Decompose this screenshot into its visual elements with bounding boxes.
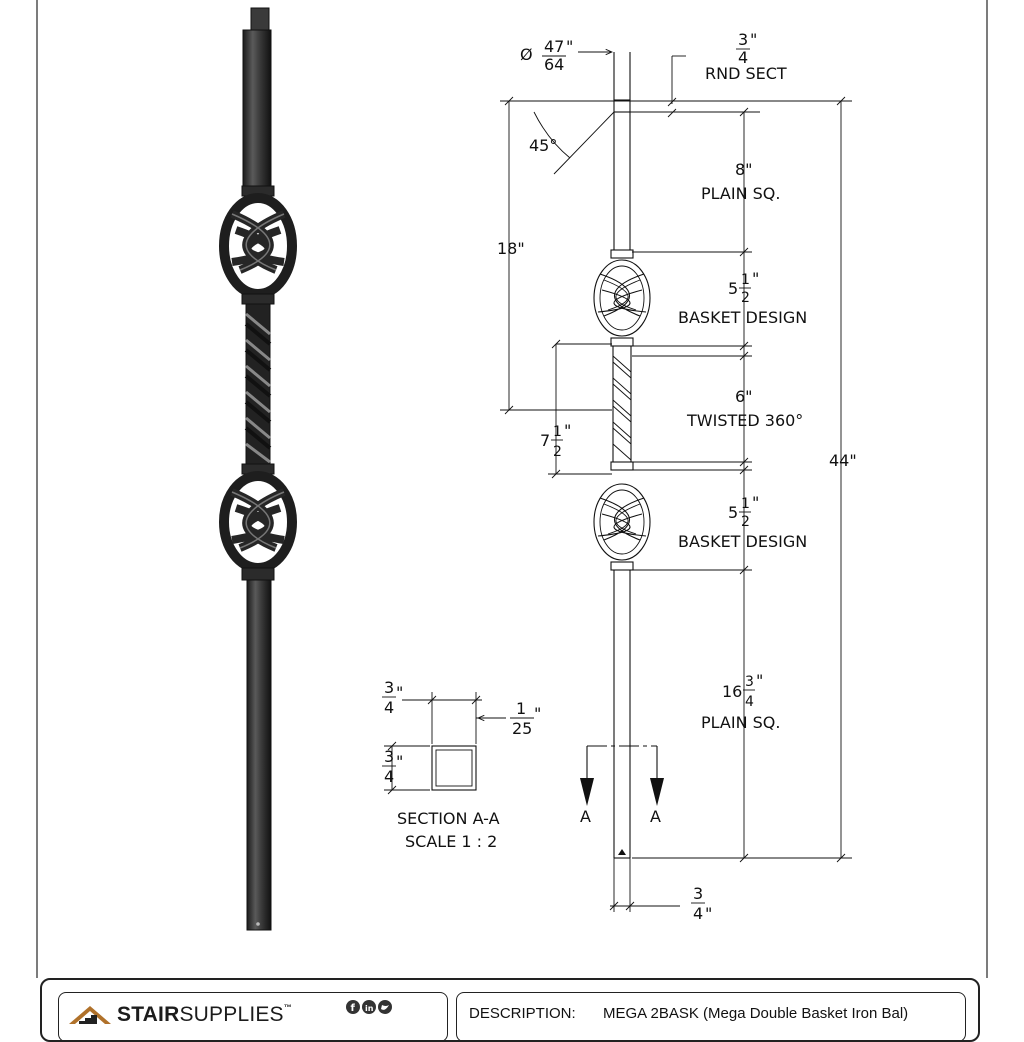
diameter-num: 47 [544, 37, 564, 56]
svg-text:in: in [365, 1004, 374, 1013]
description-box: DESCRIPTION: MEGA 2BASK (Mega Double Bas… [456, 992, 966, 1042]
dim-44: 44" [829, 451, 857, 470]
bottom-width-den: 4 [693, 904, 703, 923]
basket-bottom-whole: 5 [728, 503, 738, 522]
plain-bottom-unit: " [756, 671, 763, 690]
section-scale: SCALE 1 : 2 [405, 832, 497, 851]
section-title: SECTION A-A [397, 809, 500, 828]
dim-seven-half: 7 1 2 " [540, 421, 571, 460]
dim-plain-bottom: 16 3 4 " PLAIN SQ. [701, 671, 780, 732]
facebook-icon[interactable] [346, 1000, 360, 1014]
basket-top-den: 2 [741, 290, 750, 306]
rnd-sect-unit: " [750, 30, 757, 49]
seven-half-unit: " [564, 421, 571, 440]
section-dim-width: 3 4 " [382, 678, 403, 717]
dim-twisted-value: 6" [735, 387, 753, 406]
bottom-width-num: 3 [693, 884, 703, 903]
section-height-num: 3 [384, 747, 394, 766]
basket-top-render [219, 193, 297, 299]
linkedin-icon[interactable] [362, 1000, 376, 1014]
dim-diameter: Ø 47 64 " [520, 37, 573, 74]
twisted-outline [612, 346, 632, 462]
dim-plain-top-label: PLAIN SQ. [701, 184, 780, 203]
section-width-unit: " [396, 683, 403, 702]
brand-name: STAIRSUPPLIES™ [117, 1003, 292, 1027]
basket-bottom-den: 2 [741, 514, 750, 530]
description-label: DESCRIPTION: [469, 1005, 576, 1022]
section-arrow-left-label: A [580, 807, 591, 826]
basket-top-outline [593, 259, 651, 337]
plain-bottom-label: PLAIN SQ. [701, 713, 780, 732]
section-wall-unit: " [534, 704, 541, 723]
dim-basket-top: 5 1 2 " BASKET DESIGN [678, 269, 807, 327]
section-dim-wall: 1 25 " [510, 699, 541, 738]
basket-bottom-render [219, 471, 297, 573]
basket-bottom-label: BASKET DESIGN [678, 532, 807, 551]
baluster-elevation [593, 52, 651, 912]
plain-bottom-whole: 16 [722, 682, 742, 701]
seven-half-num: 1 [553, 424, 562, 440]
brand-bold: STAIR [117, 1003, 180, 1026]
diameter-symbol: Ø [520, 45, 533, 64]
basket-top-whole: 5 [728, 279, 738, 298]
social-icons: f in [346, 1000, 392, 1014]
diameter-unit: " [566, 37, 573, 56]
brand-rest: SUPPLIES [179, 1003, 284, 1026]
brand-trademark: ™ [283, 1003, 292, 1012]
basket-top-num: 1 [741, 272, 750, 288]
dim-basket-bottom: 5 1 2 " BASKET DESIGN [678, 493, 807, 551]
basket-top-unit: " [752, 269, 759, 288]
section-width-den: 4 [384, 698, 394, 717]
section-height-unit: " [396, 752, 403, 771]
svg-text:f: f [351, 1003, 356, 1014]
section-width-num: 3 [384, 678, 394, 697]
dim-bottom-width: 3 4 " [691, 884, 712, 923]
logo-box: STAIRSUPPLIES™ f in [58, 992, 448, 1042]
description-value: MEGA 2BASK (Mega Double Basket Iron Bal) [603, 1005, 909, 1022]
section-wall-num: 1 [516, 699, 526, 718]
dim-twisted-label: TWISTED 360° [686, 411, 803, 430]
dimension-lines [500, 52, 852, 911]
basket-bottom-outline [593, 483, 651, 561]
plain-bottom-num: 3 [745, 674, 754, 690]
basket-bottom-unit: " [752, 493, 759, 512]
dim-18: 18" [497, 239, 525, 258]
stairs-logo-icon [69, 1006, 111, 1024]
rnd-sect-den: 4 [738, 48, 748, 67]
seven-half-den: 2 [553, 444, 562, 460]
dim-angle: 45° [529, 136, 557, 155]
section-height-den: 4 [384, 767, 394, 786]
baluster-render [219, 7, 297, 931]
rnd-sect-label: RND SECT [705, 64, 787, 83]
plain-bottom-den: 4 [745, 694, 754, 710]
seven-half-whole: 7 [540, 431, 550, 450]
rnd-sect-num: 3 [738, 30, 748, 49]
dim-rnd-sect: 3 4 " RND SECT [705, 30, 787, 83]
basket-bottom-num: 1 [741, 496, 750, 512]
bottom-width-unit: " [705, 904, 712, 923]
section-a-a [384, 692, 506, 795]
basket-top-label: BASKET DESIGN [678, 308, 807, 327]
title-block: STAIRSUPPLIES™ f in DESCRIPTION: MEGA 2B… [40, 978, 980, 1042]
dim-plain-top-value: 8" [735, 160, 753, 179]
diameter-den: 64 [544, 55, 564, 74]
twisted-render [244, 303, 272, 465]
section-arrow-right-label: A [650, 807, 661, 826]
section-dim-height: 3 4 " [382, 747, 403, 786]
section-wall-den: 25 [512, 719, 532, 738]
